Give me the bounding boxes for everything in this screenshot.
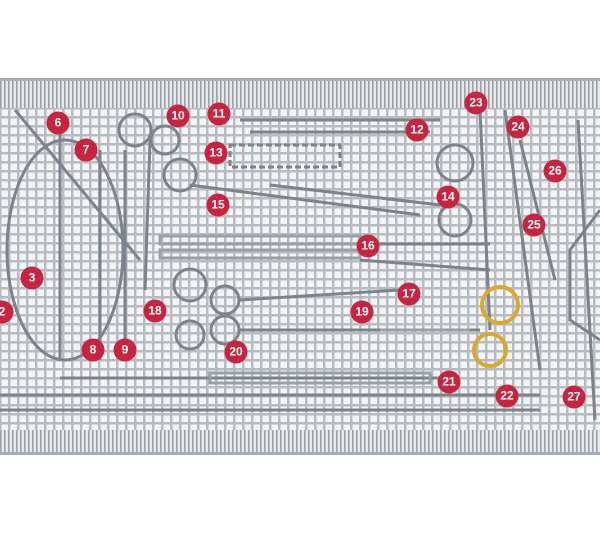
- callout-label-7: 7: [74, 138, 98, 162]
- callout-label-23: 23: [464, 91, 488, 115]
- callout-label-16: 16: [356, 234, 380, 258]
- callout-label-17: 17: [397, 282, 421, 306]
- callout-label-10: 10: [166, 104, 190, 128]
- callout-label-21: 21: [437, 370, 461, 394]
- callout-label-18: 18: [143, 299, 167, 323]
- callout-label-13: 13: [204, 141, 228, 165]
- callout-label-6: 6: [46, 111, 70, 135]
- callout-label-3: 3: [20, 266, 44, 290]
- callout-label-2: 2: [0, 300, 14, 324]
- gold-needle-holder: [380, 285, 520, 368]
- callout-label-24: 24: [506, 115, 530, 139]
- callout-label-12: 12: [405, 118, 429, 142]
- callout-label-26: 26: [543, 159, 567, 183]
- callout-label-11: 11: [207, 102, 231, 126]
- callout-label-14: 14: [436, 185, 460, 209]
- callout-label-25: 25: [522, 213, 546, 237]
- callout-label-22: 22: [495, 384, 519, 408]
- callout-label-15: 15: [206, 193, 230, 217]
- callout-label-20: 20: [224, 340, 248, 364]
- callout-label-8: 8: [81, 338, 105, 362]
- callout-label-9: 9: [113, 338, 137, 362]
- callout-label-27: 27: [562, 385, 586, 409]
- instruments: [0, 109, 600, 421]
- callout-label-19: 19: [350, 300, 374, 324]
